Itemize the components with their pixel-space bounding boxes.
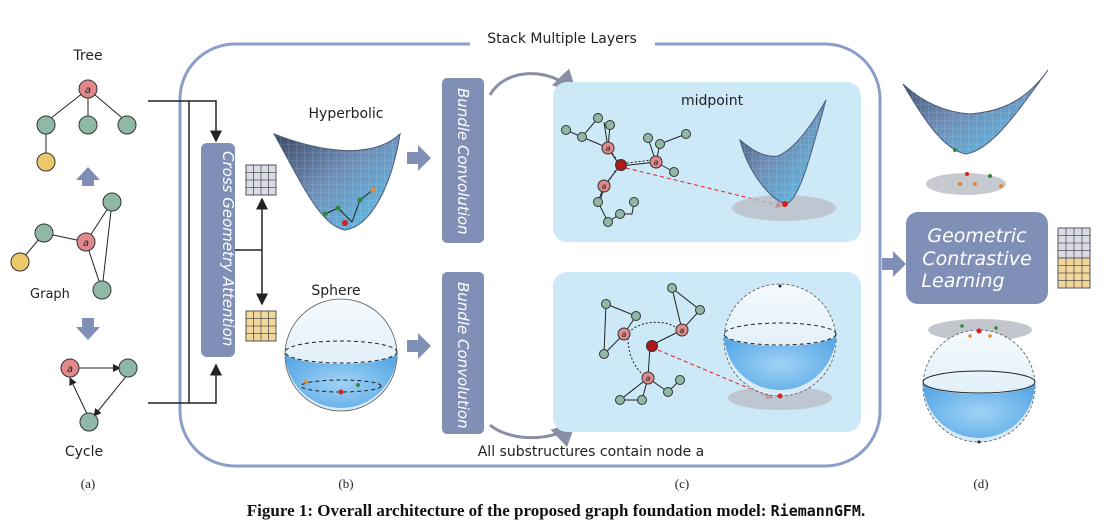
right-arrow-icon bbox=[407, 145, 431, 171]
tree-node bbox=[36, 115, 56, 135]
cycle-node-a bbox=[60, 358, 80, 378]
svg-text:a: a bbox=[67, 364, 73, 375]
up-arrow-icon bbox=[76, 167, 100, 186]
panel-label-b: (b) bbox=[338, 476, 353, 491]
sphere-label: Sphere bbox=[311, 283, 360, 299]
output-matrix-sphere-icon bbox=[1057, 257, 1091, 289]
bundle-convolution-block-bottom bbox=[442, 272, 484, 434]
svg-text:a: a bbox=[646, 374, 651, 383]
bundle-convolution-label-bottom: Bundle Convolution bbox=[454, 282, 472, 429]
tree-node bbox=[117, 115, 137, 135]
panel-label-c: (c) bbox=[675, 476, 689, 491]
hyperbolic-sheet bbox=[732, 99, 836, 221]
output-sphere bbox=[922, 319, 1036, 444]
graph-label: Graph bbox=[30, 287, 70, 302]
graph-graph: a Graph bbox=[10, 192, 122, 302]
output-matrix-hyperbolic-icon bbox=[1057, 227, 1091, 259]
contrastive-line-1: Geometric bbox=[927, 225, 1027, 247]
svg-text:a: a bbox=[606, 144, 611, 153]
cycle-graph: a Cycle bbox=[60, 358, 138, 460]
tree-node-a bbox=[78, 79, 98, 99]
tree-node-leaf bbox=[36, 152, 56, 172]
sphere-shape bbox=[284, 298, 398, 412]
output-hyperbolic-surface bbox=[902, 69, 1049, 195]
tree-graph: Tree a bbox=[36, 48, 137, 172]
bundle-convolution-block-top bbox=[442, 78, 484, 243]
cross-geometry-attention-label: Cross Geometry Attention bbox=[219, 151, 237, 346]
panel-label-d: (d) bbox=[973, 476, 988, 491]
tree-connector bbox=[148, 100, 222, 143]
figure-caption: Figure 1: Overall architecture of the pr… bbox=[247, 501, 865, 520]
bundle-convolution-label-top: Bundle Convolution bbox=[454, 88, 472, 235]
svg-text:a: a bbox=[654, 158, 659, 167]
graph-node-a bbox=[76, 232, 96, 252]
cross-geometry-attention-block bbox=[201, 143, 235, 357]
svg-text:a: a bbox=[602, 182, 607, 191]
panel-label-a: (a) bbox=[81, 476, 95, 491]
sphere-matrix-icon bbox=[245, 310, 277, 342]
contrastive-line-3: Learning bbox=[921, 270, 1004, 292]
svg-text:a: a bbox=[85, 85, 91, 96]
sphere-sheet bbox=[723, 283, 837, 410]
hyperbolic-label: Hyperbolic bbox=[309, 106, 384, 122]
midpoint-label: midpoint bbox=[681, 93, 744, 109]
cycle-label: Cycle bbox=[65, 444, 103, 460]
tree-label: Tree bbox=[72, 48, 102, 64]
stack-layers-label: Stack Multiple Layers bbox=[487, 31, 637, 47]
tree-node bbox=[78, 115, 98, 135]
cycle-connector bbox=[148, 363, 222, 404]
contrastive-line-2: Contrastive bbox=[922, 248, 1031, 270]
hyperbolic-surface bbox=[272, 132, 401, 231]
substructures-label: All substructures contain node a bbox=[478, 444, 705, 460]
bottom-subgraph: a a a bbox=[599, 283, 773, 405]
svg-text:a: a bbox=[680, 326, 685, 335]
hyperbolic-matrix-icon bbox=[245, 164, 277, 196]
geometric-contrastive-learning-block bbox=[906, 212, 1048, 304]
right-arrow-icon bbox=[407, 333, 431, 359]
down-arrow-icon bbox=[76, 318, 100, 340]
right-arrow-icon bbox=[882, 251, 906, 277]
svg-text:a: a bbox=[83, 238, 89, 249]
svg-text:a: a bbox=[622, 330, 627, 339]
